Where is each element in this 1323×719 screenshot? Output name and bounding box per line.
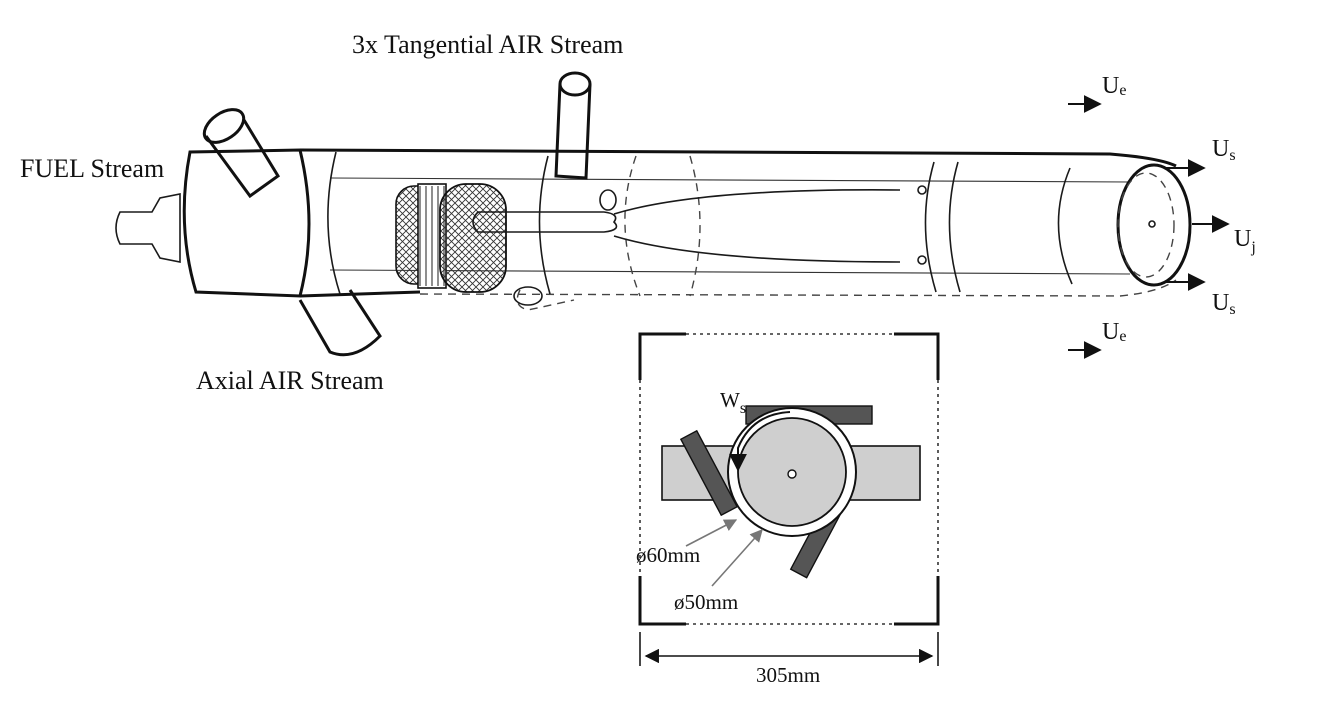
axial-air-inlet-pipe <box>298 289 382 357</box>
main-tube-bottom-dashed <box>419 279 1177 297</box>
inset-top-view <box>638 332 940 666</box>
velocity-arrows <box>1068 95 1230 359</box>
d60-label: ø60mm <box>636 543 700 567</box>
us-top-label: Us <box>1212 136 1236 164</box>
ue-top-label: Ue <box>1102 73 1126 99</box>
tangential-air-label: 3x Tangential AIR Stream <box>352 30 623 59</box>
main-tube-top <box>299 148 1177 168</box>
axial-air-label: Axial AIR Stream <box>196 366 384 395</box>
fuel-inlet-pipe <box>202 108 281 199</box>
main-tube-bottom <box>299 290 421 298</box>
d50-leader <box>711 529 763 587</box>
swirler-mesh <box>395 183 507 293</box>
uj-label: Uj <box>1234 226 1256 256</box>
fuel-stream-label: FUEL Stream <box>20 154 164 183</box>
d60-leader <box>685 519 738 547</box>
width-label: 305mm <box>756 663 820 687</box>
rear-end-cap <box>182 148 311 298</box>
burner-assembly <box>115 71 1192 357</box>
fuel-nozzle <box>115 193 181 263</box>
converging-nozzle <box>613 189 901 215</box>
ue-bottom-label: Ue <box>1102 319 1126 345</box>
us-bottom-label: Us <box>1212 290 1236 318</box>
tangential-inlet-2 <box>679 429 739 517</box>
ws-label: Ws <box>720 388 746 417</box>
swirl-arrow <box>729 411 791 472</box>
tangential-air-inlet-pipe <box>554 71 592 180</box>
fuel-lance <box>472 211 618 233</box>
d50-label: ø50mm <box>674 590 738 614</box>
